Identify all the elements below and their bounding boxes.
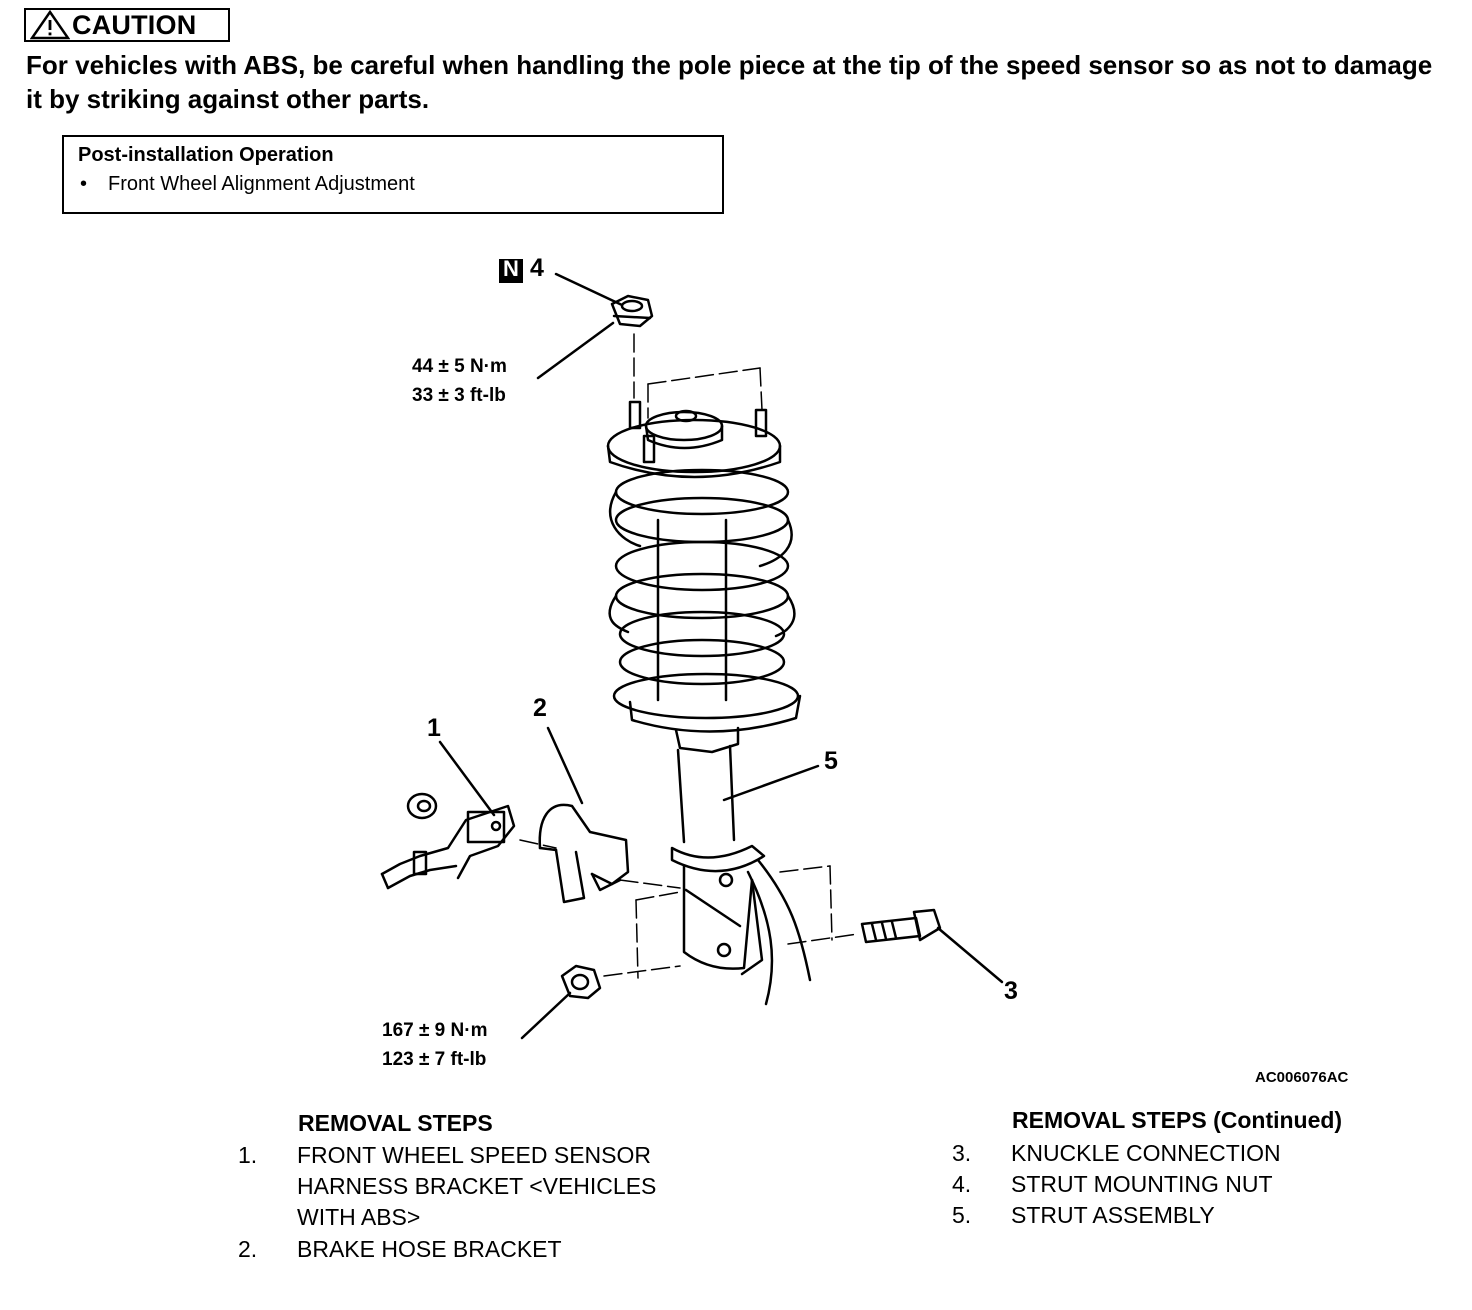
speed-sensor-harness-bracket [380,792,516,890]
step-text: STRUT ASSEMBLY [1011,1202,1215,1228]
post-installation-box: Post-installation Operation • Front Whee… [62,135,724,214]
torque-lower: 167 ± 9 N·m 123 ± 7 ft-lb [382,1016,487,1074]
torque-lower-imperial: 123 ± 7 ft-lb [382,1049,487,1070]
bullet-icon: • [80,173,88,195]
leader-line-2 [546,726,584,805]
strut-tube [670,744,766,976]
knuckle-bolt [860,908,942,944]
step-text-line: WITH ABS> [297,1204,421,1230]
step-number: 5. [952,1202,972,1228]
callout-1: 1 [427,714,441,742]
coil-spring [608,468,800,720]
caution-text: For vehicles with ABS, be careful when h… [26,50,1433,114]
alignment-lines [519,333,859,979]
step-text: KNUCKLE CONNECTION [1011,1140,1281,1166]
callout-5: 5 [824,747,838,775]
callout-3: 3 [1004,977,1018,1005]
torque-upper-metric: 44 ± 5 N·m [412,356,507,377]
step-text: BRAKE HOSE BRACKET [297,1236,562,1262]
post-installation-item: Front Wheel Alignment Adjustment [108,173,415,195]
figure-code: AC006076AC [1255,1069,1349,1086]
torque-upper: 44 ± 5 N·m 33 ± 3 ft-lb [412,352,507,410]
post-installation-title: Post-installation Operation [78,144,334,166]
upper-strut-mount [606,400,782,479]
torque-upper-imperial: 33 ± 3 ft-lb [412,385,506,406]
step-text-line: FRONT WHEEL SPEED SENSOR [297,1142,652,1168]
torque-lower-metric: 167 ± 9 N·m [382,1020,488,1041]
callout-4: 4 [530,254,544,282]
n-badge [499,259,523,283]
knuckle-nut [560,964,602,1000]
leader-line-1 [438,740,496,817]
brake-hose-bracket [538,803,630,904]
callout-2: 2 [533,694,547,722]
step-text: STRUT MOUNTING NUT [1011,1171,1273,1197]
caution-box: CAUTION [24,8,230,42]
leader-line-5 [722,764,820,802]
leader-line-4 [554,272,624,307]
removal-steps-heading: REMOVAL STEPS [298,1110,493,1136]
strut-shock-body [656,518,728,702]
removal-steps-continued-heading: REMOVAL STEPS (Continued) [1012,1107,1343,1133]
step-number: 1. [238,1142,258,1168]
leader-line-3 [936,926,1004,984]
leader-line-torque-lower [520,991,572,1040]
n-mark: N [503,256,519,281]
step-number: 4. [952,1171,972,1197]
lower-spring-seat [628,694,802,754]
strut-mounting-nut [610,294,654,328]
leader-line-torque-upper [536,321,615,380]
step-number: 3. [952,1140,972,1166]
knuckle [746,858,812,1006]
warning-triangle-icon [30,10,70,40]
step-text-line: HARNESS BRACKET <VEHICLES [297,1173,657,1199]
caution-label: CAUTION [72,9,197,40]
step-number: 2. [238,1236,258,1262]
step-text: FRONT WHEEL SPEED SENSOR HARNESS BRACKET… [297,1140,656,1233]
